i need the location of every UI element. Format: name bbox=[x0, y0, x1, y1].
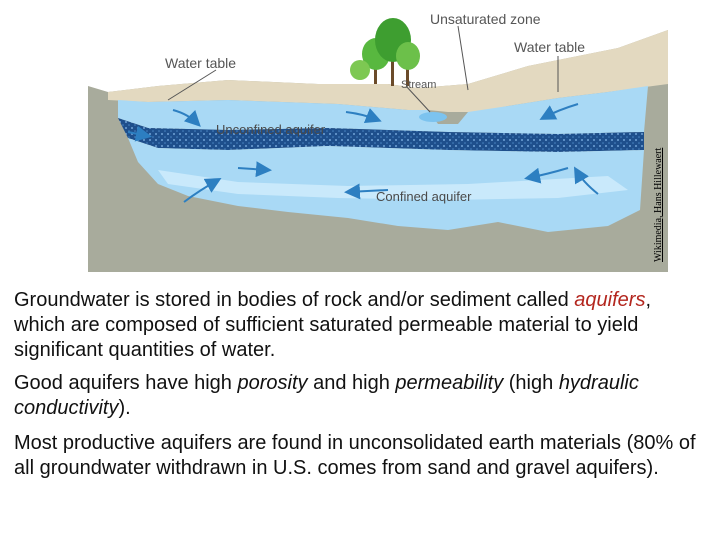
water-table-right-label: Water table bbox=[514, 39, 585, 55]
unconfined-aquifer-label: Unconfined aquifer bbox=[216, 122, 326, 137]
p2-text-mid: and high bbox=[307, 372, 396, 394]
unsaturated-zone-leader bbox=[457, 25, 469, 91]
paragraph-productive-aquifers: Most productive aquifers are found in un… bbox=[14, 432, 696, 479]
term-porosity: porosity bbox=[237, 372, 308, 394]
unsaturated-zone-soil bbox=[108, 30, 668, 112]
unconfined-aquifer-water bbox=[118, 86, 648, 134]
stream-leader bbox=[405, 85, 431, 113]
confined-aquifer-highlight bbox=[158, 170, 628, 200]
p2-text-start: Good aquifers have high bbox=[14, 372, 238, 394]
unsaturated-zone-label: Unsaturated zone bbox=[430, 11, 541, 27]
stream-label: Stream bbox=[401, 79, 436, 91]
aquifer-diagram: Unsaturated zone Water table Water table… bbox=[88, 0, 668, 272]
term-aquifers: aquifers bbox=[574, 289, 646, 311]
image-credit[interactable]: Wikimedia, Hans Hillewaert bbox=[653, 147, 664, 262]
water-table-left-label: Water table bbox=[165, 55, 236, 71]
paragraph-aquifer-definition: Groundwater is stored in bodies of rock … bbox=[14, 288, 704, 363]
body-text: Groundwater is stored in bodies of rock … bbox=[14, 288, 704, 489]
paragraph-good-aquifers: Good aquifers have high porosity and hig… bbox=[14, 371, 704, 421]
p2-paren-open: (high bbox=[503, 372, 559, 394]
p1-text-end: , which are composed of sufficient satur… bbox=[14, 289, 652, 361]
term-hydraulic-conductivity: hydraulic conductivity bbox=[14, 372, 639, 419]
stream bbox=[419, 112, 447, 122]
term-permeability: permeability bbox=[395, 372, 504, 394]
p1-text-start: Groundwater is stored in bodies of rock … bbox=[14, 289, 575, 311]
confining-layer bbox=[118, 118, 644, 152]
p2-text-end: ). bbox=[118, 397, 131, 419]
flow-arrows bbox=[127, 103, 599, 203]
water-table-left-leader bbox=[167, 69, 217, 101]
confined-aquifer-label: Confined aquifer bbox=[376, 189, 472, 204]
trees bbox=[350, 18, 420, 86]
